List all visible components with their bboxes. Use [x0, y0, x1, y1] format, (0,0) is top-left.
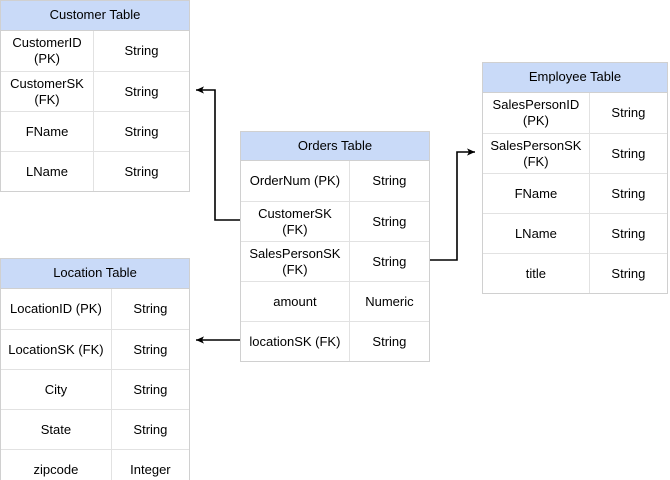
- table-row: CustomerSK (FK) String: [1, 71, 189, 111]
- field-name-cell: OrderNum (PK): [241, 161, 350, 201]
- field-name-cell: LName: [1, 152, 95, 191]
- field-type-cell: Integer: [130, 461, 171, 477]
- table-row: title String: [483, 253, 667, 293]
- field-name-cell: SalesPersonSK (FK): [483, 134, 590, 173]
- customer-table-title: Customer Table: [1, 1, 189, 31]
- field-type-cell: String: [133, 381, 168, 397]
- field-name-cell: CustomerSK (FK): [241, 202, 350, 241]
- field-type-cell: Numeric: [365, 293, 414, 309]
- table-row: amount Numeric: [241, 281, 429, 321]
- field-type-cell: String: [611, 105, 646, 121]
- table-row: CustomerSK (FK) String: [241, 201, 429, 241]
- table-row: City String: [1, 369, 189, 409]
- field-name-cell: SalesPersonID (PK): [483, 93, 590, 133]
- field-type-cell: String: [372, 333, 407, 349]
- field-type-cell: String: [133, 301, 168, 317]
- table-row: locationSK (FK) String: [241, 321, 429, 361]
- field-type-cell: String: [372, 173, 407, 189]
- field-name-cell: LocationID (PK): [1, 289, 112, 329]
- field-name-cell: CustomerID (PK): [1, 31, 95, 71]
- field-name-cell: SalesPersonSK (FK): [241, 242, 350, 281]
- field-type-cell: String: [611, 225, 646, 241]
- location-table-title: Location Table: [1, 259, 189, 289]
- field-type-cell: String: [611, 185, 646, 201]
- table-row: LocationID (PK) String: [1, 289, 189, 329]
- field-name-cell: LocationSK (FK): [1, 330, 112, 369]
- connector-orders-to-employee: [430, 148, 475, 261]
- table-row: CustomerID (PK) String: [1, 31, 189, 71]
- table-row: FName String: [483, 173, 667, 213]
- field-type-cell: String: [611, 265, 646, 281]
- table-row: zipcode Integer: [1, 449, 189, 480]
- field-name-cell: City: [1, 370, 112, 409]
- connector-orders-to-customer: [196, 86, 240, 221]
- field-type-cell: String: [124, 83, 159, 99]
- table-row: SalesPersonID (PK) String: [483, 93, 667, 133]
- field-name-cell: FName: [483, 174, 590, 213]
- field-name-cell: locationSK (FK): [241, 322, 350, 361]
- field-name-cell: State: [1, 410, 112, 449]
- field-name-cell: CustomerSK (FK): [1, 72, 95, 111]
- field-name-cell: LName: [483, 214, 590, 253]
- field-type-cell: String: [124, 43, 159, 59]
- field-type-cell: String: [372, 213, 407, 229]
- table-row: LocationSK (FK) String: [1, 329, 189, 369]
- field-type-cell: String: [372, 253, 407, 269]
- field-type-cell: String: [124, 123, 159, 139]
- table-row: FName String: [1, 111, 189, 151]
- field-name-cell: amount: [241, 282, 350, 321]
- table-row: SalesPersonSK (FK) String: [241, 241, 429, 281]
- orders-table-title: Orders Table: [241, 132, 429, 161]
- field-type-cell: String: [611, 145, 646, 161]
- field-name-cell: FName: [1, 112, 95, 151]
- table-row: OrderNum (PK) String: [241, 161, 429, 201]
- field-name-cell: zipcode: [1, 450, 112, 480]
- field-name-cell: title: [483, 254, 590, 293]
- table-row: State String: [1, 409, 189, 449]
- employee-table-title: Employee Table: [483, 63, 667, 93]
- field-type-cell: String: [124, 163, 159, 179]
- table-row: LName String: [483, 213, 667, 253]
- field-type-cell: String: [133, 341, 168, 357]
- table-row: SalesPersonSK (FK) String: [483, 133, 667, 173]
- field-type-cell: String: [133, 421, 168, 437]
- table-row: LName String: [1, 151, 189, 191]
